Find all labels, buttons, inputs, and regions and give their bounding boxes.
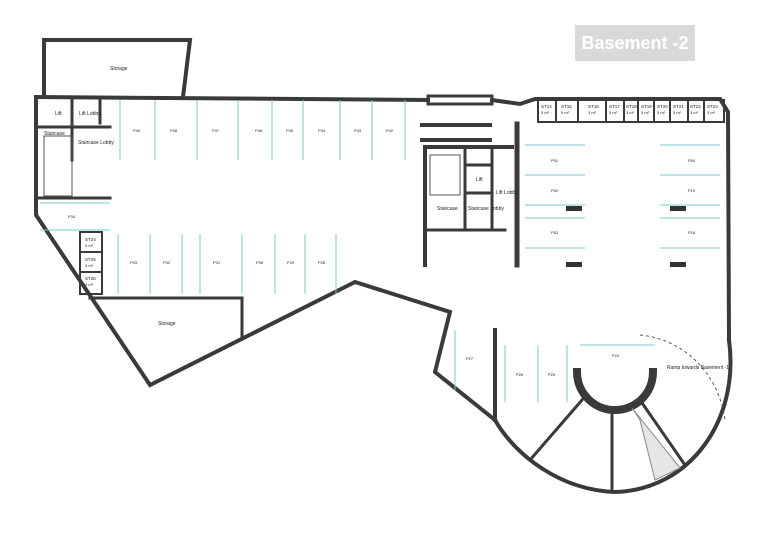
store-area-label: 3 m² xyxy=(541,110,550,115)
store-area-label: 3 m² xyxy=(673,110,682,115)
store-id-label: ST19 xyxy=(641,104,652,109)
store-area-label: 5 m² xyxy=(561,110,570,115)
lift-lobby-left-label: Lift Lobby xyxy=(79,111,101,117)
parking-bay-label: P42 xyxy=(386,128,394,133)
parking-bay-label: P48 xyxy=(170,128,178,133)
store-area-label: 3 m² xyxy=(85,263,94,268)
store-id-label: ST24 xyxy=(85,237,96,242)
labels: Storage Storage Lift Lift Lobby Staircas… xyxy=(44,66,729,377)
parking-bay-label: P49 xyxy=(133,128,141,133)
parking-bay-label: P52 xyxy=(551,188,559,193)
store-id-label: ST23 xyxy=(707,104,718,109)
parking-bay-label: P53 xyxy=(551,230,559,235)
floor-title: Basement -2 xyxy=(581,32,689,53)
outer-walls xyxy=(33,38,733,495)
parking-bay-label: P25 xyxy=(548,372,556,377)
lift-lobby-mid-label: Lift Lobby xyxy=(496,190,518,196)
parking-bay-label: P47 xyxy=(212,128,220,133)
store-area-label: 4 m² xyxy=(85,243,94,248)
left-core xyxy=(34,98,112,200)
parking-bay-label: P27 xyxy=(466,356,474,361)
store-id-label: ST20 xyxy=(657,104,668,109)
staircase-mid-label: Staircase xyxy=(437,206,458,212)
storage-bottom-label: Storage xyxy=(158,321,176,327)
storage-bottom-room xyxy=(88,296,244,338)
parking-bay-label: P43 xyxy=(354,128,362,133)
store-area-label: 4 m² xyxy=(85,282,94,287)
right-top-stores xyxy=(537,99,725,123)
floor-title-badge: Basement -2 xyxy=(575,25,695,61)
lift-left-label: Lift xyxy=(55,111,62,117)
store-area-label: 3 m² xyxy=(641,110,650,115)
staircase-left-label: Staircase xyxy=(44,131,65,137)
ramp-area xyxy=(454,328,726,494)
store-id-label: ST14 xyxy=(541,104,552,109)
store-id-label: ST25 xyxy=(85,257,96,262)
staircase-lobby-mid-label: Staircase Lobby xyxy=(468,206,504,212)
store-id-label: ST26 xyxy=(85,276,96,281)
parking-bay-label: P31 xyxy=(213,260,221,265)
middle-core xyxy=(423,121,520,268)
store-area-label: 3 m² xyxy=(588,110,597,115)
parking-bay-label: P30 xyxy=(256,260,264,265)
store-id-label: ST18 xyxy=(626,104,637,109)
parking-bay-label: P51 xyxy=(551,158,559,163)
parking-bottom-bays xyxy=(40,202,337,294)
store-id-label: ST16 xyxy=(588,104,599,109)
parking-bay-label: P32 xyxy=(163,260,171,265)
parking-bay-label: P33 xyxy=(130,260,138,265)
parking-bay-label: P34 xyxy=(68,214,76,219)
store-area-label: 3 m² xyxy=(657,110,666,115)
center-markings xyxy=(420,123,492,142)
store-id-label: ST21 xyxy=(673,104,684,109)
parking-top-bays xyxy=(119,100,406,160)
store-id-label: ST22 xyxy=(690,104,701,109)
storage-top-label: Storage xyxy=(110,66,128,72)
store-id-label: ST15 xyxy=(561,104,572,109)
parking-right-bays xyxy=(525,144,720,267)
parking-bay-label: P19 xyxy=(688,188,696,193)
store-id-label: ST17 xyxy=(609,104,620,109)
ramp-label: Ramp towards Basement -1 xyxy=(667,365,729,371)
parking-bay-label: P18 xyxy=(688,230,696,235)
parking-bay-label: P28 xyxy=(318,260,326,265)
store-area-label: 3 m² xyxy=(626,110,635,115)
store-area-label: 3 m² xyxy=(609,110,618,115)
parking-bay-label: P46 xyxy=(255,128,263,133)
parking-bay-label: P29 xyxy=(287,260,295,265)
store-area-label: 3 m² xyxy=(707,110,716,115)
parking-bay-label: P26 xyxy=(516,372,524,377)
store-area-label: 3 m² xyxy=(690,110,699,115)
left-stores xyxy=(79,231,103,295)
parking-bay-label: P45 xyxy=(286,128,294,133)
staircase-lobby-left-label: Staircase Lobby xyxy=(78,140,114,146)
parking-bay-label: P50 xyxy=(688,158,696,163)
parking-bay-label: P24 xyxy=(612,353,620,358)
lift-mid-label: Lift xyxy=(476,177,483,183)
parking-bay-label: P44 xyxy=(318,128,326,133)
